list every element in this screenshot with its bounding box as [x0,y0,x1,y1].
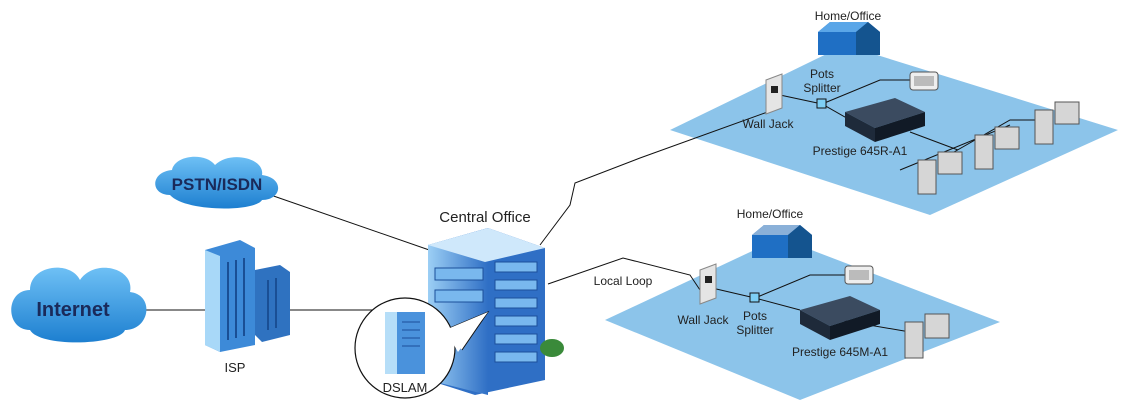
top-device-label: Prestige 645R-A1 [813,144,908,158]
top-splitter-label-line2: Splitter [803,81,840,95]
top-wall-jack-icon [765,73,783,115]
top-splitter-label-line1: Pots [810,67,834,81]
bottom-pots-splitter-icon [749,292,760,303]
bottom-computer-icon [904,313,950,359]
isp-building [205,240,290,352]
bottom-telephone-icon [844,265,874,285]
pstn-label: PSTN/ISDN [172,175,263,194]
central-office-label: Central Office [439,209,530,226]
pstn-cloud [155,156,279,209]
top-home-office-label: Home/Office [815,9,882,23]
bottom-wall-jack-label: Wall Jack [678,313,730,327]
top-modem-icon [845,98,925,142]
top-pots-splitter-icon [816,98,827,109]
connection-lines [90,79,1040,333]
bottom-house-icon [752,225,812,258]
bottom-device-label: Prestige 645M-A1 [792,345,888,359]
bottom-wall-jack-icon [699,263,717,305]
internet-label: Internet [36,299,110,321]
dslam-callout [354,297,490,399]
local-loop-label: Local Loop [594,274,653,288]
top-house-icon [818,22,880,55]
bottom-home-office-label: Home/Office [737,207,804,221]
bottom-splitter-label-line2: Splitter [736,323,773,337]
central-office-building [428,228,564,395]
top-telephone-icon [909,71,939,91]
top-computer-icons [917,101,1080,195]
internet-cloud [11,267,147,343]
dslam-label: DSLAM [383,380,428,395]
isp-label: ISP [225,360,246,375]
top-wall-jack-label: Wall Jack [743,117,795,131]
bottom-splitter-label-line1: Pots [743,309,767,323]
bottom-modem-icon [800,296,880,340]
